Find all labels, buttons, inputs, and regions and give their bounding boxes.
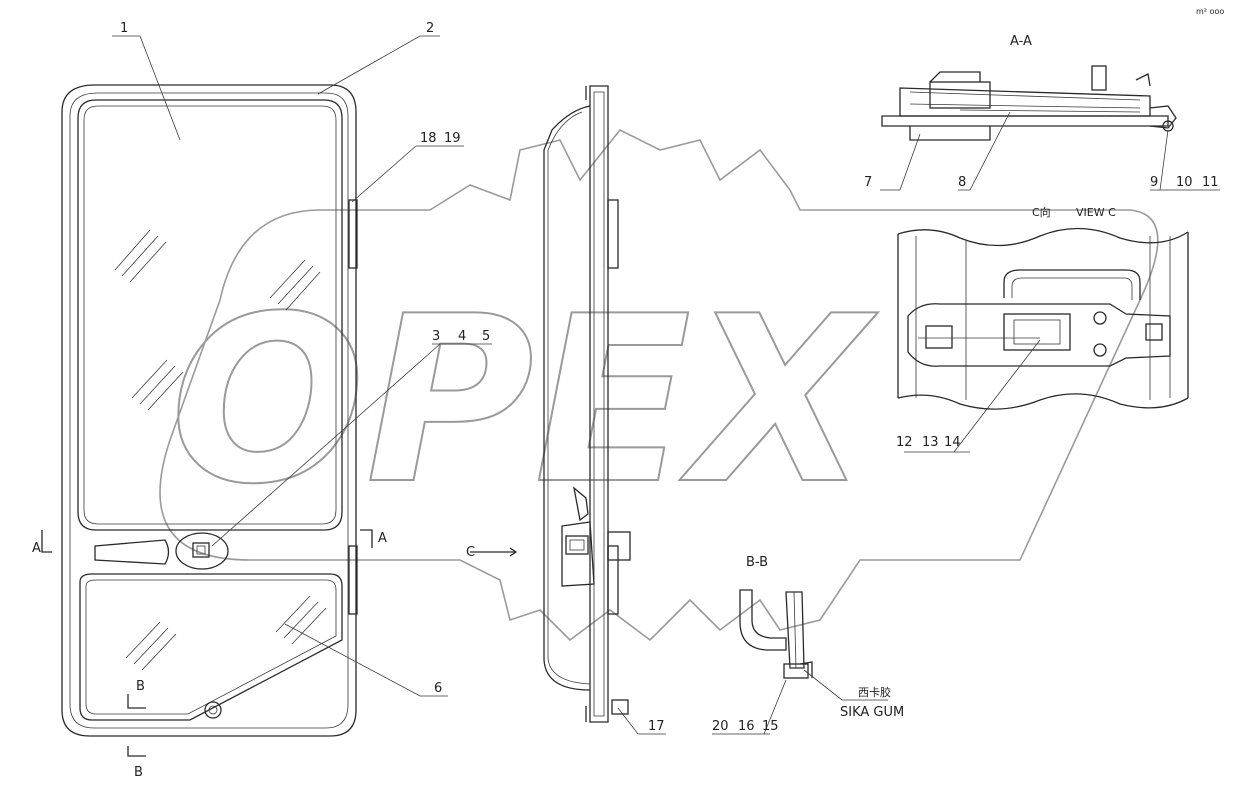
- callout-7: 7: [864, 175, 872, 190]
- watermark: OPEX: [159, 128, 1159, 642]
- callout-11: 11: [1202, 175, 1219, 190]
- side-handle-rail: [543, 105, 591, 691]
- section-bb: B-B 西卡胶 SIKA GUM 20 16 15: [712, 555, 904, 735]
- door-handle: [94, 539, 170, 565]
- callout-15: 15: [762, 719, 779, 734]
- callout-19: 19: [444, 131, 461, 146]
- door-lock: [175, 532, 229, 570]
- callout-9: 9: [1150, 175, 1158, 190]
- callout-20: 20: [712, 719, 729, 734]
- section-b-top: B: [136, 679, 145, 694]
- callout-12: 12: [896, 435, 913, 450]
- section-a-right: A: [378, 531, 387, 546]
- sika-gum-label-cn: 西卡胶: [858, 685, 891, 699]
- callout-14: 14: [944, 435, 961, 450]
- section-aa: A-A 7 8 9 10 11: [864, 34, 1220, 191]
- callout-13: 13: [922, 435, 939, 450]
- view-c-break-bottom: [897, 393, 1189, 410]
- view-c-label-en: VIEW C: [1076, 206, 1116, 219]
- callout-16: 16: [738, 719, 755, 734]
- front-view-callouts: 1 2 18 19 3 4 5 6: [112, 21, 492, 697]
- side-hinge-lower: [607, 545, 619, 615]
- side-hinge-upper: [607, 199, 619, 269]
- section-bb-title: B-B: [746, 555, 768, 570]
- section-a-left: A: [32, 541, 41, 556]
- aa-lock-body: [929, 81, 991, 109]
- view-c-break-top: [897, 227, 1189, 247]
- lower-glass: [79, 573, 343, 721]
- callout-2: 2: [426, 21, 434, 36]
- door-outer-outline: [61, 84, 357, 737]
- upper-glass: [77, 99, 343, 531]
- section-b-bottom: B: [134, 765, 143, 780]
- callout-5: 5: [482, 329, 490, 344]
- callout-3: 3: [432, 329, 440, 344]
- hinge-lower: [348, 545, 358, 615]
- section-aa-title: A-A: [1010, 34, 1032, 49]
- sika-gum-label-en: SIKA GUM: [840, 705, 904, 720]
- callout-6: 6: [434, 681, 442, 696]
- callout-18: 18: [420, 131, 437, 146]
- door-side-view: C 17: [466, 85, 666, 735]
- corner-mark: m² ooo: [1196, 7, 1224, 16]
- view-c-arrow-label: C: [466, 545, 475, 560]
- door-front-view: A A B B: [32, 84, 387, 780]
- callout-1: 1: [120, 21, 128, 36]
- view-c: C向 VIEW C 12 13 14: [896, 205, 1189, 453]
- watermark-logo-text: OPEX: [170, 268, 878, 535]
- watermark-gear: [159, 128, 1159, 642]
- hinge-upper: [348, 199, 358, 269]
- callout-17: 17: [648, 719, 665, 734]
- view-c-label-cn: C向: [1032, 205, 1051, 219]
- drain-plug: [204, 701, 222, 719]
- callout-4: 4: [458, 329, 466, 344]
- callout-10: 10: [1176, 175, 1193, 190]
- callout-8: 8: [958, 175, 966, 190]
